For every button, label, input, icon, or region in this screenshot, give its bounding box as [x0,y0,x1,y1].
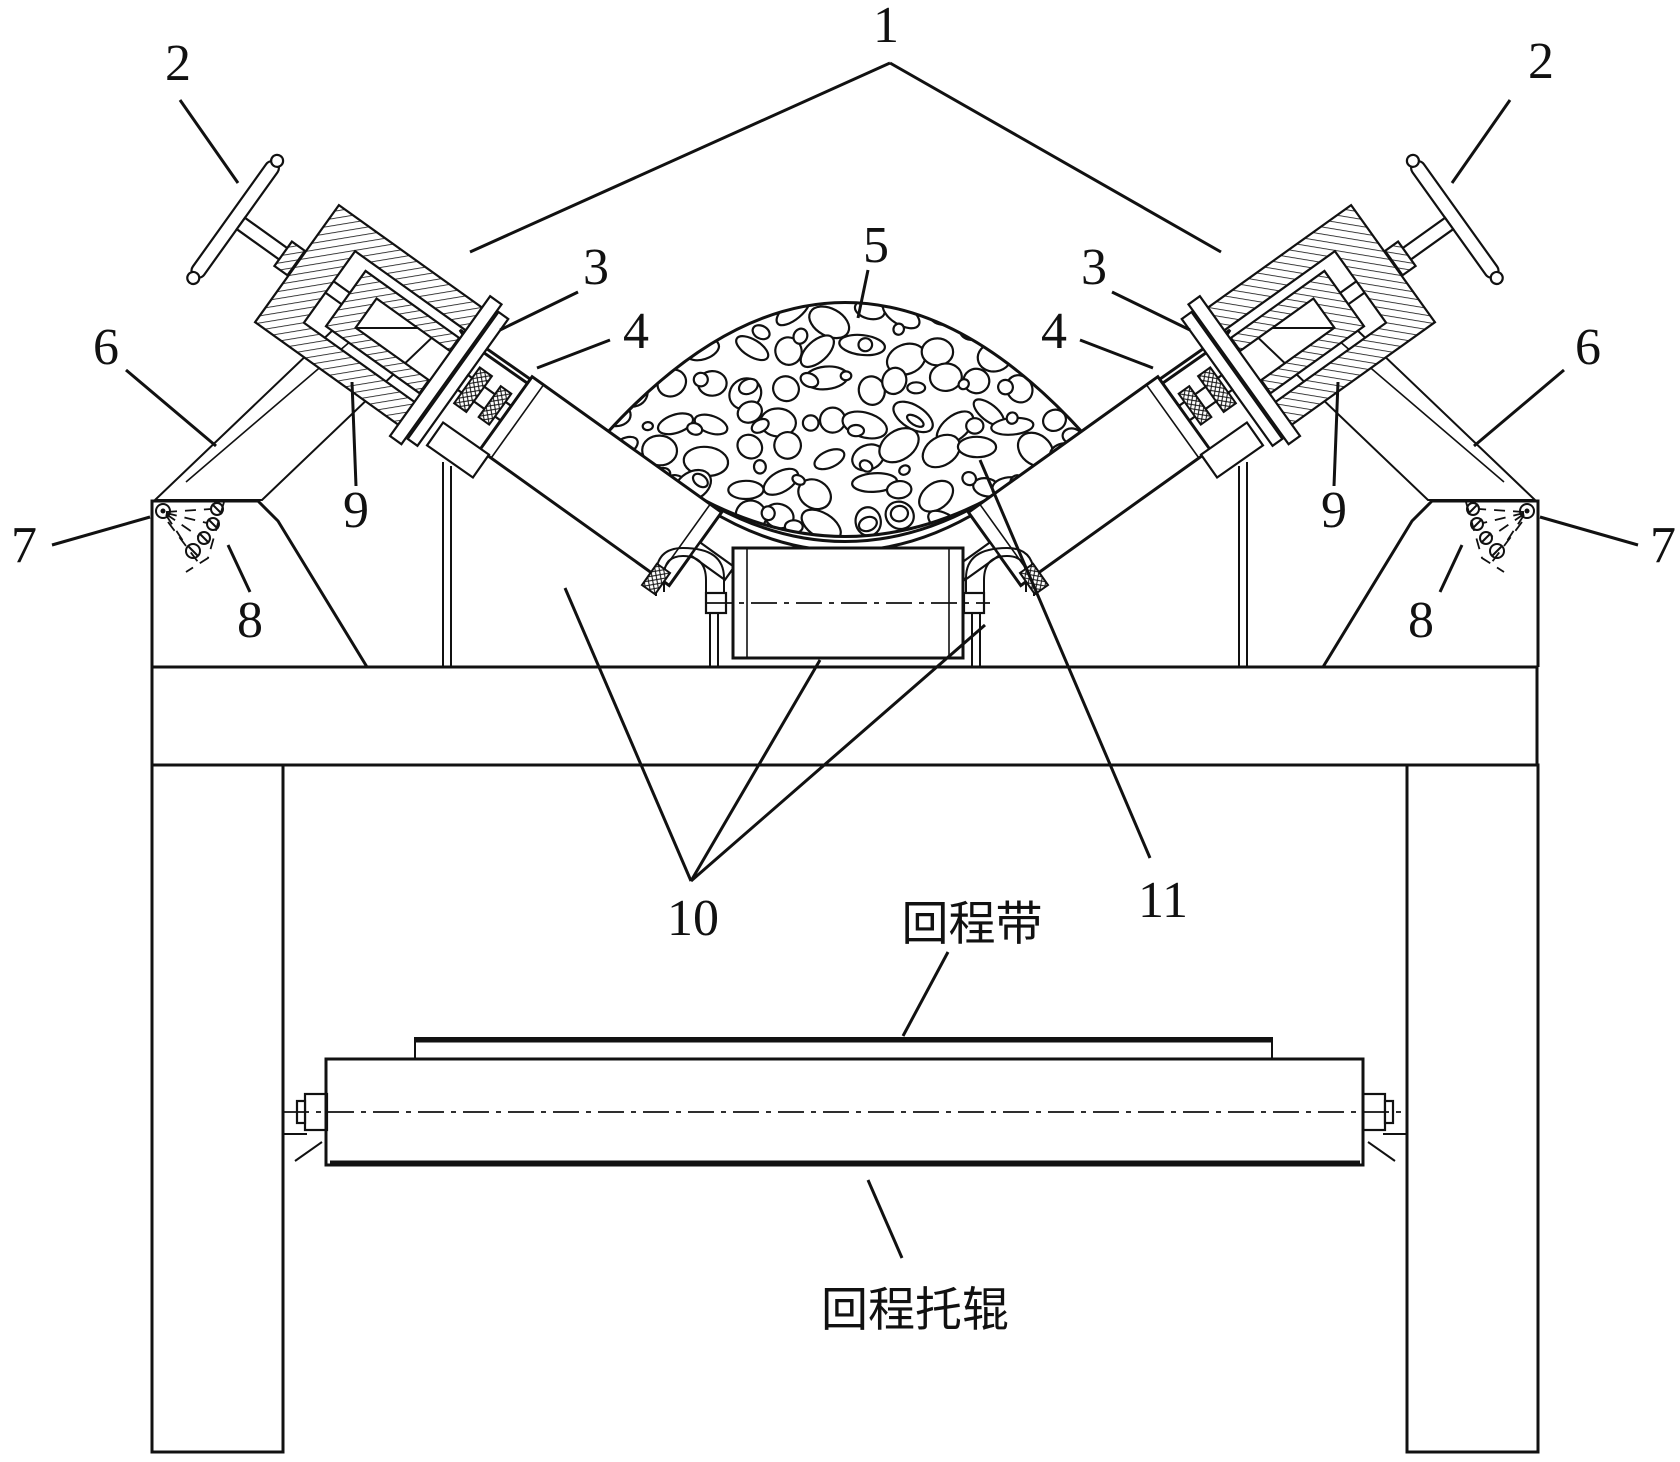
leader-7-left [51,515,151,547]
leader-11 [978,459,1152,859]
label-8-left: 8 [237,592,263,649]
leader-9-left [350,381,358,487]
label-6-left: 6 [93,319,119,376]
label-1: 1 [873,0,899,54]
label-4-right: 4 [1041,303,1067,360]
leader-8-left [226,544,252,593]
leader-4-left [536,338,611,370]
label-11: 11 [1138,872,1188,929]
right-half-mirror [910,145,1538,1452]
label-9-left: 9 [343,482,369,539]
label-7-left: 7 [11,517,37,574]
leader-6-left [125,368,217,448]
label-3-right: 3 [1081,239,1107,296]
leader-4-right [1079,338,1154,370]
frame-beam [150,665,1539,767]
label-2-right: 2 [1528,33,1554,90]
label-return-belt: 回程带 [902,899,1043,951]
leader-3-left [499,290,579,332]
label-6-right: 6 [1575,319,1601,376]
leader-9-right [1332,381,1340,487]
leader-1-right [889,61,1222,254]
label-3-left: 3 [583,239,609,296]
leader-10-a [563,587,693,882]
leader-2-right [1450,99,1512,184]
label-return-roller: 回程托辊 [821,1285,1009,1337]
leader-return-roller [866,1179,904,1259]
leader-6-right [1473,368,1565,448]
leader-8-right [1438,544,1464,593]
label-7-right: 7 [1650,517,1676,574]
label-4-left: 4 [623,303,649,360]
leader-5 [856,269,870,319]
label-10: 10 [667,890,719,947]
leader-3-right [1111,290,1191,332]
left-half [152,145,780,1452]
label-8-right: 8 [1408,592,1434,649]
leader-2-left [178,99,240,184]
part-labels: 1 2 2 3 3 4 4 5 6 6 7 7 8 8 9 9 10 11 回程… [11,0,1676,1337]
leader-10-c [690,623,986,883]
leader-10-b [689,659,822,882]
label-5: 5 [863,217,889,274]
leader-return-belt [901,951,950,1037]
leader-lines [51,61,1639,1259]
drawing-root: 1 2 2 3 3 4 4 5 6 6 7 7 8 8 9 9 10 11 回程… [11,0,1676,1452]
label-9-right: 9 [1321,482,1347,539]
label-2-left: 2 [165,35,191,92]
leader-1-left [469,61,891,254]
leader-7-right [1539,515,1639,547]
